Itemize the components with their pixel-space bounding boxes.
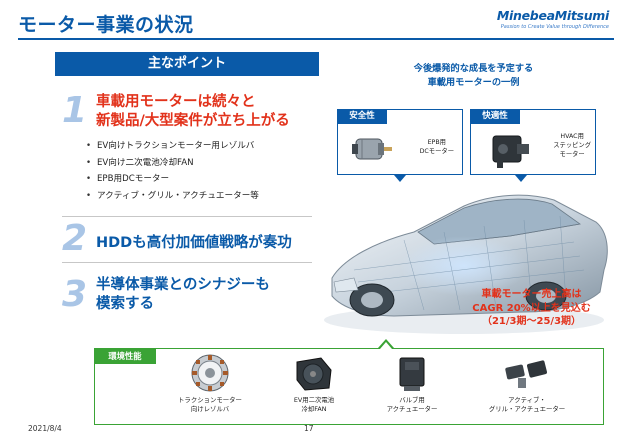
eco-tag: 環境性能 — [94, 348, 156, 364]
footer-date: 2021/8/4 — [28, 424, 62, 433]
forecast-line-2: 車載用モーターの一例 — [427, 77, 520, 88]
forecast-line-1: 今後爆発的な成長を予定する — [413, 63, 534, 74]
point-1-text: 車載用モーターは続々と 新製品/大型案件が立ち上がる — [96, 93, 290, 131]
bullet-item: EPB用DCモーター — [86, 171, 259, 188]
point-number-2: 2 — [62, 218, 88, 259]
resolver-icon — [191, 354, 229, 392]
company-logo: MinebeaMitsumi Passion to Create Value t… — [497, 8, 609, 30]
bullet-item: アクティブ・グリル・アクチュエーター等 — [86, 188, 259, 205]
point-1-bullets: EV向けトラクションモーター用レゾルバ EV向け二次電池冷却FAN EPB用DC… — [86, 138, 259, 204]
stepping-motor-icon — [492, 135, 529, 168]
cooling-fan-icon — [296, 357, 332, 391]
point-3-text: 半導体事業とのシナジーも 模索する — [96, 276, 270, 314]
point-3-line-1: 半導体事業とのシナジーも — [96, 277, 270, 293]
key-points-heading: 主なポイント — [55, 52, 319, 76]
comfort-caption: HVAC用 ステッピング モーター — [553, 132, 591, 159]
cagr-line-2: CAGR 20%以上を見込む — [472, 302, 591, 314]
comfort-caption-line-1: HVAC用 — [560, 133, 584, 140]
product-valve-actuator-line-2: アクチュエーター — [386, 405, 438, 413]
title-underline — [18, 38, 614, 40]
safety-pointer — [394, 175, 406, 182]
comfort-caption-line-2: ステッピング — [553, 142, 591, 149]
valve-actuator-icon — [399, 357, 425, 391]
divider — [62, 262, 312, 263]
comfort-callout: 快適性 HVAC用 ステッピング モーター — [470, 109, 596, 175]
dc-motor-icon — [352, 138, 392, 160]
product-valve-actuator-line-1: バルブ用 — [399, 396, 425, 404]
product-resolver-line-1: トラクションモーター — [178, 396, 242, 404]
safety-caption-line-1: EPB用 — [427, 139, 446, 146]
product-cooling-fan: EV用二次電池 冷却FAN — [272, 352, 356, 414]
safety-callout: 安全性 EPB用 DCモーター — [337, 109, 463, 175]
product-grille-actuator-line-1: アクティブ・ — [508, 396, 546, 404]
forecast-heading: 今後爆発的な成長を予定する 車載用モーターの一例 — [376, 62, 571, 90]
page-number: 17 — [304, 424, 314, 433]
product-cooling-fan-line-1: EV用二次電池 — [293, 396, 335, 404]
point-number-1: 1 — [62, 90, 88, 131]
point-1-line-2: 新製品/大型案件が立ち上がる — [96, 113, 290, 129]
safety-tag: 安全性 — [337, 109, 387, 124]
safety-caption: EPB用 DCモーター — [420, 138, 454, 156]
point-number-3: 3 — [62, 274, 88, 315]
car-wireframe-illustration — [324, 194, 608, 334]
divider — [62, 216, 312, 217]
product-valve-actuator: バルブ用 アクチュエーター — [372, 352, 452, 414]
comfort-pointer — [515, 175, 527, 182]
bullet-item: EV向け二次電池冷却FAN — [86, 155, 259, 172]
cagr-line-1: 車載モーター売上高は — [481, 289, 582, 300]
comfort-caption-line-3: モーター — [559, 151, 585, 158]
safety-caption-line-2: DCモーター — [419, 148, 454, 155]
cagr-statement: 車載モーター売上高は CAGR 20%以上を見込む （21/3期～25/3期） — [444, 288, 619, 329]
eco-pointer-inner — [380, 342, 392, 349]
cagr-line-3: （21/3期～25/3期） — [481, 316, 582, 327]
product-resolver: トラクションモーター 向けレゾルバ — [160, 352, 260, 414]
point-1-line-1: 車載用モーターは続々と — [96, 94, 256, 110]
comfort-tag: 快適性 — [470, 109, 520, 124]
grille-actuator-icon — [505, 360, 548, 388]
point-3-line-2: 模索する — [96, 296, 154, 312]
bullet-item: EV向けトラクションモーター用レゾルバ — [86, 138, 259, 155]
logo-tagline: Passion to Create Value through Differen… — [500, 24, 609, 30]
product-grille-actuator: アクティブ・ グリル・アクチュエーター — [472, 352, 582, 414]
product-grille-actuator-line-2: グリル・アクチュエーター — [488, 405, 566, 413]
logo-name: MinebeaMitsumi — [496, 8, 609, 23]
product-cooling-fan-line-2: 冷却FAN — [301, 405, 327, 413]
page-title: モーター事業の状況 — [18, 14, 194, 36]
product-resolver-line-2: 向けレゾルバ — [190, 405, 230, 413]
point-2-text: HDDも高付加価値戦略が奏功 — [96, 235, 292, 251]
